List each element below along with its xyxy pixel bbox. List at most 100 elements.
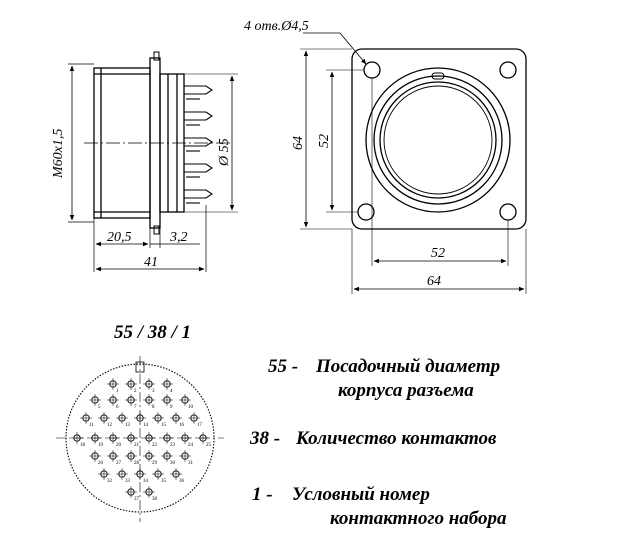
pin-24: 24 (179, 432, 194, 448)
pin-36: 36 (170, 468, 185, 484)
pin-label: 11 (89, 423, 94, 428)
pin-4: 4 (161, 378, 173, 394)
legend-3-text: Условный номер (292, 484, 430, 505)
pin-label: 31 (188, 461, 194, 466)
pin-label: 15 (161, 423, 167, 428)
pin-label: 23 (170, 443, 176, 448)
pin-label: 19 (98, 443, 104, 448)
legend-1-number: 55 - (268, 356, 298, 377)
legend-1-cont: корпуса разъема (338, 380, 474, 401)
pin-3: 3 (143, 378, 155, 394)
pin-20: 20 (107, 432, 122, 448)
pin-34: 34 (134, 468, 149, 484)
legend-3-cont: контактного набора (330, 508, 507, 529)
pin-label: 17 (197, 423, 203, 428)
hole-h-label: 52 (431, 246, 445, 261)
pin-label: 14 (143, 423, 149, 428)
pin-label: 37 (134, 497, 140, 502)
pin-label: 5 (98, 405, 101, 410)
pin-label: 20 (116, 443, 122, 448)
pin-label: 22 (152, 443, 158, 448)
pin-label: 6 (116, 405, 119, 410)
pin-label: 2 (134, 389, 137, 394)
pin-label: 28 (134, 461, 140, 466)
legend-1-text: Посадочный диаметр (315, 356, 500, 377)
pin-29: 29 (143, 450, 158, 466)
pin-35: 35 (152, 468, 167, 484)
legend-2-text: Количество контактов (295, 428, 497, 449)
dim-total-label: 41 (144, 255, 158, 270)
pin-label: 1 (116, 389, 119, 394)
pin-label: 38 (152, 497, 158, 502)
pin-label: 8 (152, 405, 155, 410)
pin-38: 38 (143, 486, 158, 502)
side-view (68, 51, 238, 272)
front-flange (351, 48, 527, 230)
thread-label: M60x1,5 (51, 129, 66, 179)
pin-label: 12 (107, 423, 113, 428)
pin-label: 34 (143, 479, 149, 484)
pin-31: 31 (179, 450, 194, 466)
pin-label: 4 (170, 389, 173, 394)
pin-25: 25 (197, 432, 212, 448)
outer-height-label: 64 (291, 136, 306, 150)
pin-18: 18 (71, 432, 86, 448)
pin-12: 12 (98, 412, 113, 428)
pin-label: 29 (152, 461, 158, 466)
dim-body-label: 20,5 (107, 230, 132, 245)
outer-width-label: 64 (427, 274, 441, 289)
mount-hole-br (499, 203, 517, 221)
pin-6: 6 (107, 394, 119, 410)
pin-label: 3 (152, 389, 155, 394)
pin-8: 8 (143, 394, 155, 410)
dim-flange-label: 3,2 (169, 230, 188, 245)
pin-23: 23 (161, 432, 176, 448)
pin-14: 14 (134, 412, 149, 428)
pin-16: 16 (170, 412, 185, 428)
mount-hole-bl (357, 203, 375, 221)
front-ring-mid (373, 75, 503, 205)
pin-13: 13 (116, 412, 131, 428)
pin-33: 33 (116, 468, 131, 484)
front-ring-inner (379, 81, 497, 199)
pin-37: 37 (125, 486, 140, 502)
pin-2: 2 (125, 378, 137, 394)
pin-label: 13 (125, 423, 131, 428)
pin-label: 30 (170, 461, 176, 466)
front-view (300, 32, 527, 294)
pin-5: 5 (89, 394, 101, 410)
holes-label: 4 отв.Ø4,5 (244, 19, 309, 34)
hole-v-label: 52 (317, 134, 332, 148)
pin-label: 32 (107, 479, 113, 484)
pin-11: 11 (80, 412, 94, 428)
legend-2-number: 38 - (249, 428, 280, 449)
pin-label: 7 (134, 405, 137, 410)
legend-3-number: 1 - (252, 484, 273, 505)
pinout-key (135, 361, 145, 373)
pin-label: 33 (125, 479, 131, 484)
pin-label: 16 (179, 423, 185, 428)
side-pins (184, 85, 213, 204)
pin-label: 18 (80, 443, 86, 448)
pin-label: 10 (188, 405, 194, 410)
front-ring-outer (365, 67, 511, 213)
mount-hole-tr (499, 61, 517, 79)
pin-22: 22 (143, 432, 158, 448)
pin-1: 1 (107, 378, 119, 394)
pin-9: 9 (161, 394, 173, 410)
pin-7: 7 (125, 394, 137, 410)
pin-label: 27 (116, 461, 122, 466)
connector-code: 55 / 38 / 1 (114, 322, 191, 343)
pin-label: 35 (161, 479, 167, 484)
pin-32: 32 (98, 468, 113, 484)
pin-label: 9 (170, 405, 173, 410)
pin-10: 10 (179, 394, 194, 410)
pin-label: 25 (206, 443, 212, 448)
pin-27: 27 (107, 450, 122, 466)
pin-label: 26 (98, 461, 104, 466)
legend: 55 - Посадочный диаметр корпуса разъема … (249, 356, 507, 529)
pin-19: 19 (89, 432, 104, 448)
